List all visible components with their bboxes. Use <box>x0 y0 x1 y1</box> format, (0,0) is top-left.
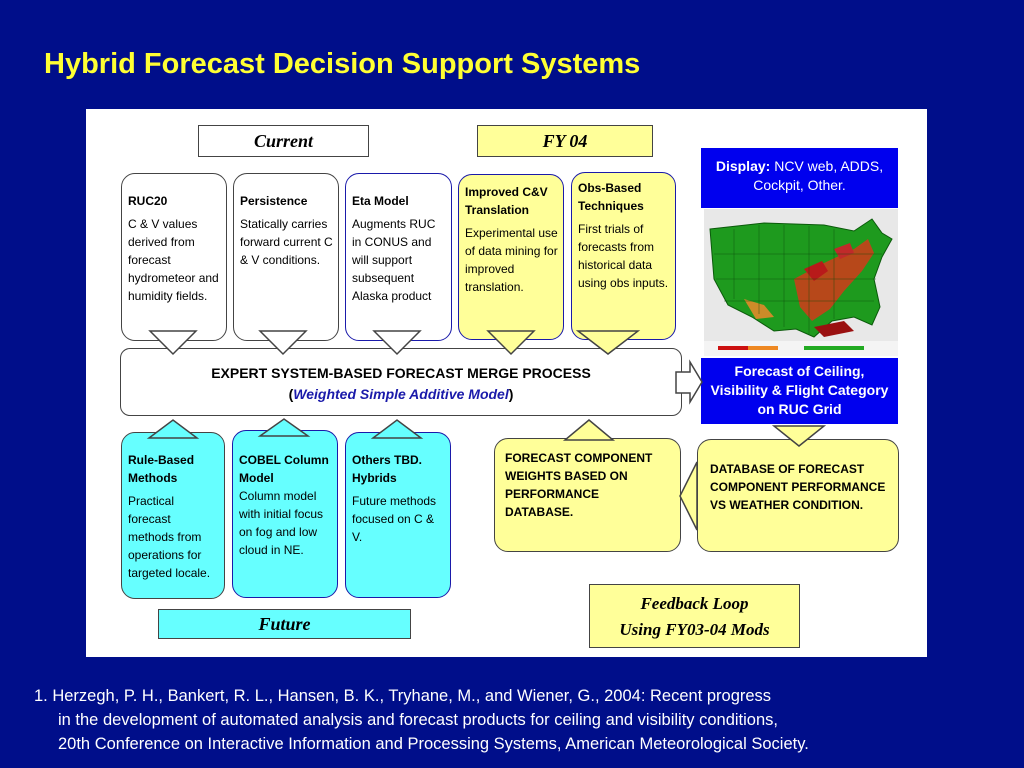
obs-based-techniques-box: Obs-Based Techniques First trials of for… <box>571 172 676 340</box>
arrow-down-ruc20 <box>148 330 198 356</box>
persistence-box: Persistence Statically carries forward c… <box>233 173 339 341</box>
box-heading: Improved C&V Translation <box>465 185 548 217</box>
ruc20-box: RUC20 C & V values derived from forecast… <box>121 173 227 341</box>
arrow-up-cobel <box>257 418 311 437</box>
merge-model: Weighted Simple Additive Model <box>293 386 509 402</box>
page-title: Hybrid Forecast Decision Support Systems <box>44 48 641 80</box>
box-heading: Persistence <box>240 194 308 208</box>
merge-subtitle: (Weighted Simple Additive Model) <box>121 384 681 405</box>
box-body: Statically carries forward current C & V… <box>240 217 333 267</box>
arrow-down-database <box>771 425 827 447</box>
box-heading: Others TBD. Hybrids <box>352 453 423 485</box>
arrow-up-weights <box>562 419 616 441</box>
box-body: Augments RUC in CONUS and will support s… <box>352 217 436 303</box>
future-label: Future <box>158 609 411 639</box>
citation-line-2: in the development of automated analysis… <box>58 711 778 729</box>
display-text: NCV web, ADDS, Cockpit, Other. <box>753 158 884 193</box>
cobel-column-model-box: COBEL Column Model Column model with ini… <box>232 430 338 598</box>
fy04-label: FY 04 <box>477 125 653 157</box>
close-paren: ) <box>508 386 514 402</box>
arrow-down-obs <box>575 330 641 355</box>
box-heading: COBEL Column Model <box>239 453 329 485</box>
display-box: Display: NCV web, ADDS, Cockpit, Other. <box>701 148 898 208</box>
arrow-down-improved <box>486 330 536 356</box>
map-svg <box>704 209 898 356</box>
forecast-weights-box: FORECAST COMPONENT WEIGHTS BASED ON PERF… <box>494 438 681 552</box>
feedback-loop-label: Feedback Loop Using FY03-04 Mods <box>589 584 800 648</box>
citation-line-3: 20th Conference on Interactive Informati… <box>58 735 809 753</box>
merge-title: EXPERT SYSTEM-BASED FORECAST MERGE PROCE… <box>211 365 591 381</box>
open-paren: ( <box>288 386 294 402</box>
box-body: First trials of forecasts from historica… <box>578 222 669 290</box>
forecast-output-box: Forecast of Ceiling, Visibility & Flight… <box>701 358 898 424</box>
performance-database-box: DATABASE OF FORECAST COMPONENT PERFORMAN… <box>697 439 899 552</box>
box-heading: RUC20 <box>128 194 168 208</box>
citation-line-1: 1. Herzegh, P. H., Bankert, R. L., Hanse… <box>34 687 772 705</box>
box-body: Future methods focused on C & V. <box>352 494 437 544</box>
arrow-up-others <box>370 419 424 439</box>
display-label: Display: <box>715 158 771 174</box>
others-tbd-box: Others TBD. Hybrids Future methods focus… <box>345 432 451 598</box>
rule-based-methods-box: Rule-Based Methods Practical forecast me… <box>121 432 225 599</box>
box-body: C & V values derived from forecast hydro… <box>128 217 219 303</box>
box-heading: Obs-Based Techniques <box>578 181 644 213</box>
feedback-line-1: Feedback Loop <box>640 594 749 613</box>
citation: 1. Herzegh, P. H., Bankert, R. L., Hanse… <box>34 684 809 756</box>
arrow-down-persistence <box>258 330 308 356</box>
eta-model-box: Eta Model Augments RUC in CONUS and will… <box>345 173 452 341</box>
arrow-right-merge <box>675 359 703 405</box>
arrow-left-database <box>679 461 698 531</box>
improved-cv-translation-box: Improved C&V Translation Experimental us… <box>458 174 564 340</box>
box-heading: Rule-Based Methods <box>128 453 195 485</box>
current-label: Current <box>198 125 369 157</box>
arrow-down-eta <box>372 330 422 356</box>
box-body: Experimental use of data mining for impr… <box>465 226 558 294</box>
box-body: Practical forecast methods from operatio… <box>128 494 211 580</box>
us-weather-map-image <box>704 209 898 356</box>
feedback-line-2: Using FY03-04 Mods <box>619 620 770 639</box>
box-body: Column model with initial focus on fog a… <box>239 489 324 557</box>
arrow-up-rule-based <box>146 419 200 439</box>
box-heading: Eta Model <box>352 194 409 208</box>
